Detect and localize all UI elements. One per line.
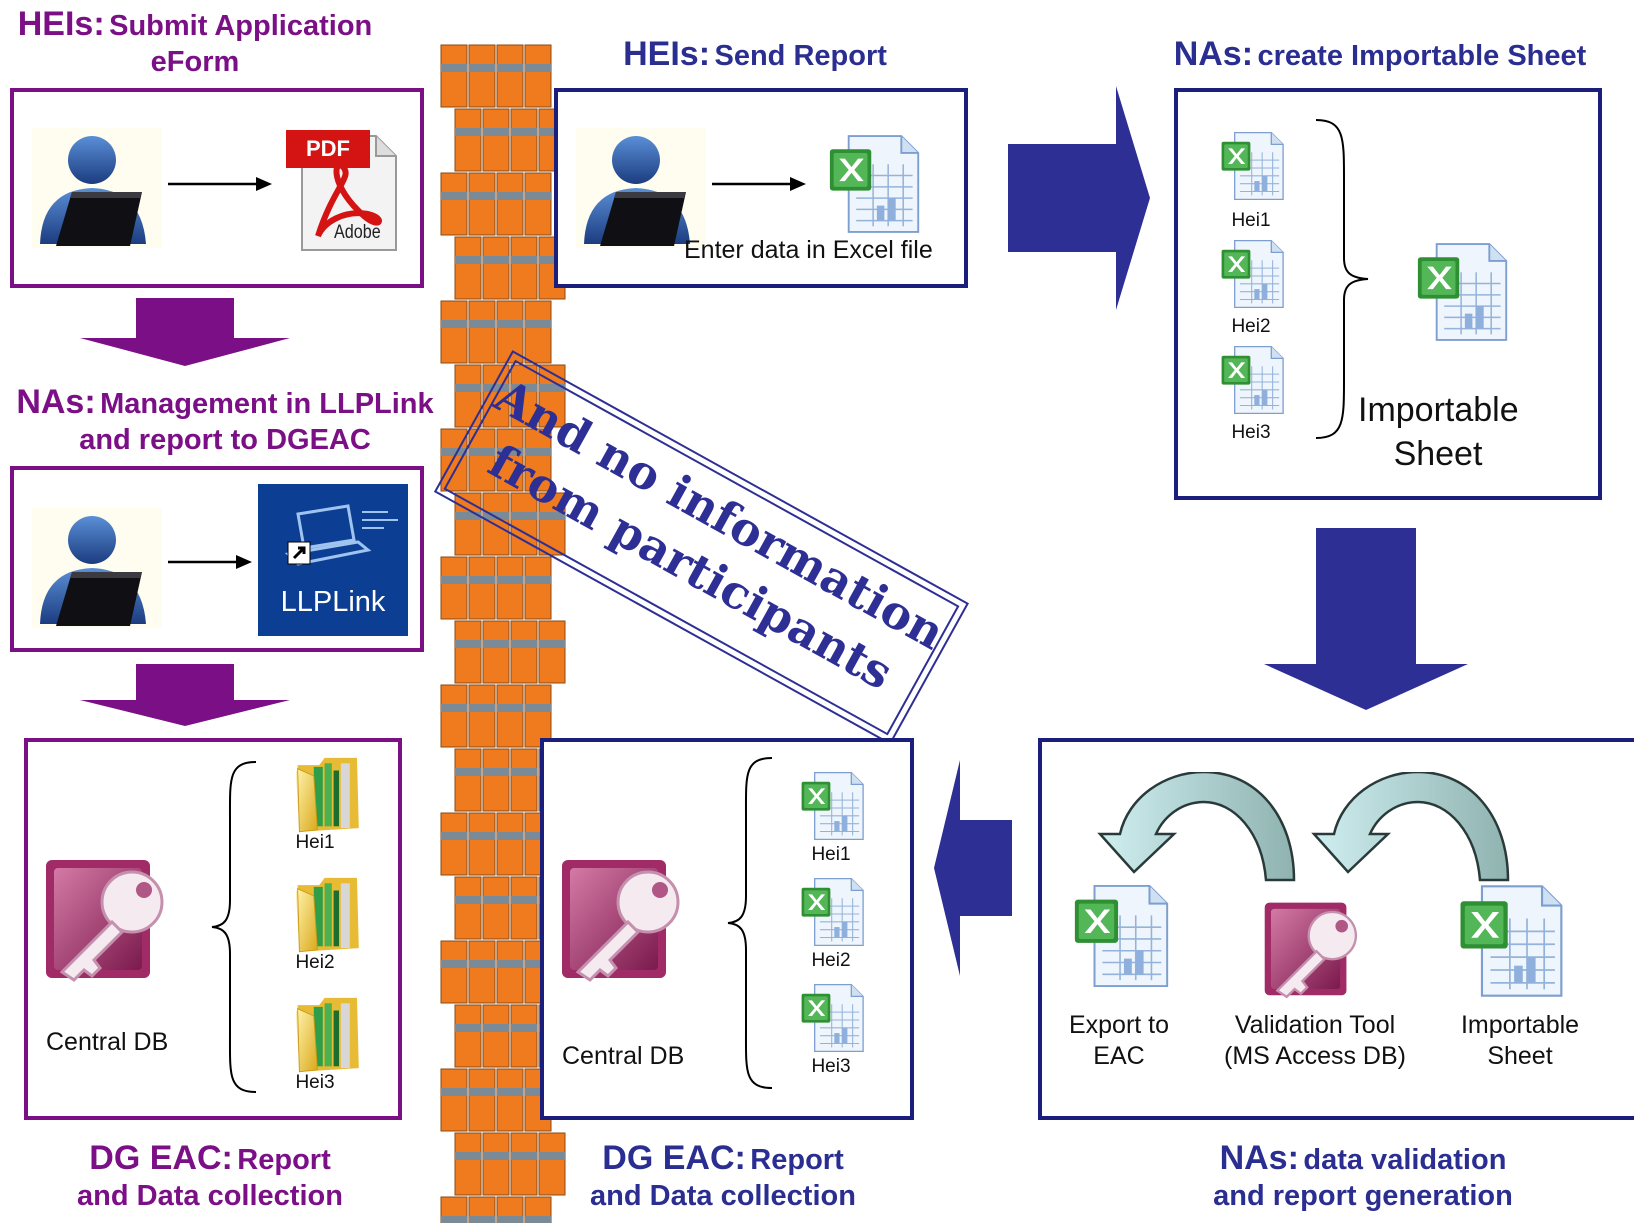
excel-file-icon [1220, 238, 1286, 310]
importable-sheet-label: Importable Sheet [1358, 391, 1519, 474]
importable-sheet-label: Importable Sheet [1460, 1011, 1580, 1071]
dg-eac-mid-title: DG EAC: Report and Data collection [590, 1139, 856, 1213]
excel-file-icon [1220, 344, 1286, 416]
purple-down-arrow-2 [80, 664, 290, 726]
nas-validation-title: NAs: data validation and report generati… [1213, 1139, 1513, 1213]
arrow-right [712, 177, 806, 191]
brick-wall [440, 44, 566, 1223]
nas-management-title: NAs: Management in LLPLink and report to… [16, 383, 434, 457]
export-to-eac-label: Export to EAC [1068, 1011, 1170, 1071]
pdf-file-icon: PDF Adobe [284, 126, 404, 256]
heis-send-title: HEIs: Send Report [623, 35, 887, 73]
user-laptop-icon [32, 508, 162, 628]
arrow-right [168, 177, 272, 191]
central-db-left-box: Central DB Hei1 Hei2 Hei3 [24, 738, 402, 1120]
submit-eform-box: PDF Adobe [10, 88, 424, 288]
user-laptop-icon [32, 128, 162, 248]
validation-tool-label: Validation Tool (MS Access DB) [1224, 1011, 1406, 1071]
llplink-box: LLPLink [10, 466, 424, 652]
file-label: Hei2 [295, 952, 335, 973]
brace [1315, 119, 1369, 439]
file-label: Hei1 [295, 832, 335, 853]
folder-icon [294, 872, 366, 954]
excel-file-icon [1416, 240, 1510, 344]
excel-file-icon [828, 132, 922, 236]
excel-file-icon [800, 876, 866, 948]
excel-box-text: Enter data in Excel file [684, 236, 933, 264]
excel-file-icon [1454, 882, 1570, 1000]
importable-sheet-box: Hei1 Hei2 Hei3 Importable Sheet [1174, 88, 1602, 500]
folder-icon [294, 752, 366, 834]
file-label: Hei1 [811, 844, 851, 865]
validation-box: Export to EAC Validation Tool (MS Access… [1038, 738, 1634, 1120]
central-db-label: Central DB [562, 1042, 685, 1070]
excel-file-icon [1220, 130, 1286, 202]
dg-eac-left-title: DG EAC: Report and Data collection [77, 1139, 343, 1213]
navy-left-arrow [934, 760, 1012, 976]
file-label: Hei2 [811, 950, 851, 971]
arrow-right [168, 555, 252, 569]
file-label: Hei3 [295, 1072, 335, 1093]
nas-create-title: NAs: create Importable Sheet [1173, 35, 1587, 73]
file-label: Hei2 [1231, 316, 1271, 337]
curved-arrow-icon [1092, 772, 1316, 882]
ms-access-key-icon [556, 844, 696, 984]
central-db-label: Central DB [46, 1028, 169, 1056]
llplink-shortcut-icon: LLPLink [258, 484, 408, 636]
ms-access-key-icon [1260, 890, 1370, 1000]
excel-file-icon [1072, 882, 1172, 990]
central-db-mid-box: Central DB Hei1 Hei2 Hei3 [540, 738, 914, 1120]
navy-right-arrow [1008, 86, 1150, 310]
user-laptop-icon [576, 128, 706, 248]
excel-file-icon [800, 770, 866, 842]
brace [727, 757, 773, 1089]
ms-access-key-icon [40, 844, 180, 984]
curved-arrow-icon [1306, 772, 1530, 882]
file-label: Hei1 [1231, 210, 1271, 231]
folder-icon [294, 992, 366, 1074]
heis-submit-title: HEIs: Submit Application eForm [17, 5, 373, 79]
excel-file-icon [800, 982, 866, 1054]
send-report-box: Enter data in Excel file [554, 88, 968, 288]
purple-down-arrow-1 [80, 298, 290, 366]
navy-down-arrow [1264, 528, 1468, 710]
file-label: Hei3 [811, 1056, 851, 1077]
brace [211, 761, 257, 1093]
file-label: Hei3 [1231, 422, 1271, 443]
